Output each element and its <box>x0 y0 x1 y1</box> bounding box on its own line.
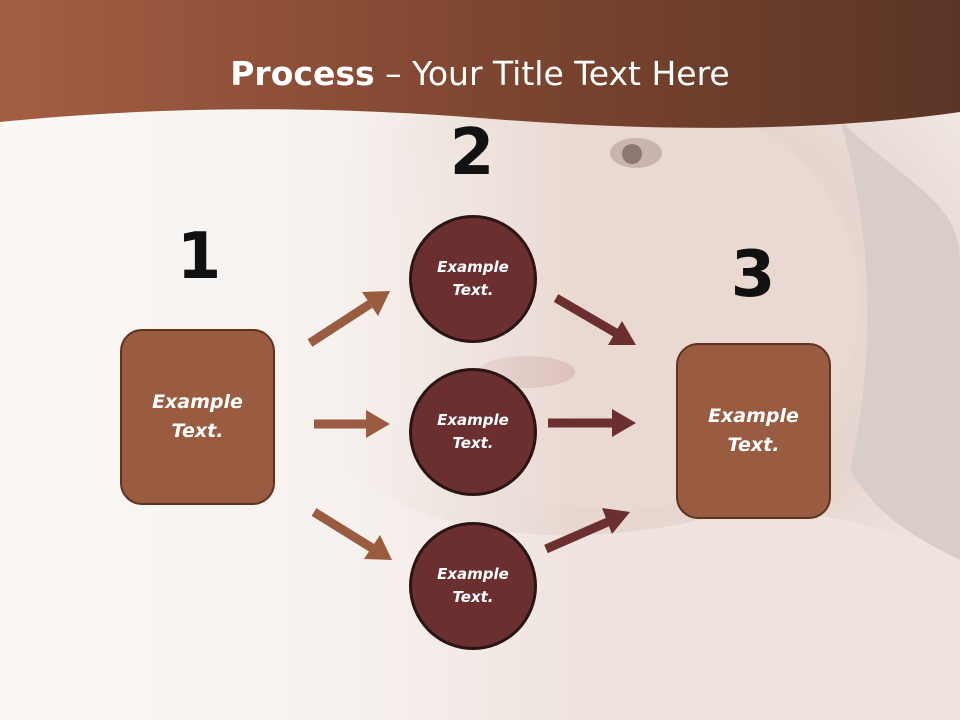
arrow-bottom-to-right <box>544 508 630 554</box>
right-box-text: Example Text. <box>708 405 799 456</box>
arrow-middle-to-right <box>548 409 636 437</box>
arrow-left-to-top <box>307 291 390 347</box>
left-process-box: Example Text. <box>120 329 275 505</box>
circle-middle-text: Example Text. <box>437 411 509 452</box>
step-number-3: 3 <box>730 238 776 312</box>
circle-middle: Example Text. <box>409 368 537 496</box>
step-number-2: 2 <box>449 116 495 190</box>
arrow-left-to-middle <box>314 410 390 438</box>
circle-top: Example Text. <box>409 215 537 343</box>
right-process-box: Example Text. <box>676 343 831 519</box>
title-bold: Process <box>230 54 375 93</box>
slide-title: Process – Your Title Text Here <box>0 52 960 96</box>
circle-bottom-text: Example Text. <box>437 565 509 606</box>
circle-top-text: Example Text. <box>437 258 509 299</box>
step-number-1: 1 <box>176 220 222 294</box>
left-box-text: Example Text. <box>152 391 243 442</box>
circle-bottom: Example Text. <box>409 522 537 650</box>
arrow-top-to-right <box>553 294 636 345</box>
arrow-left-to-bottom <box>311 508 392 560</box>
title-rest: – Your Title Text Here <box>374 54 730 93</box>
